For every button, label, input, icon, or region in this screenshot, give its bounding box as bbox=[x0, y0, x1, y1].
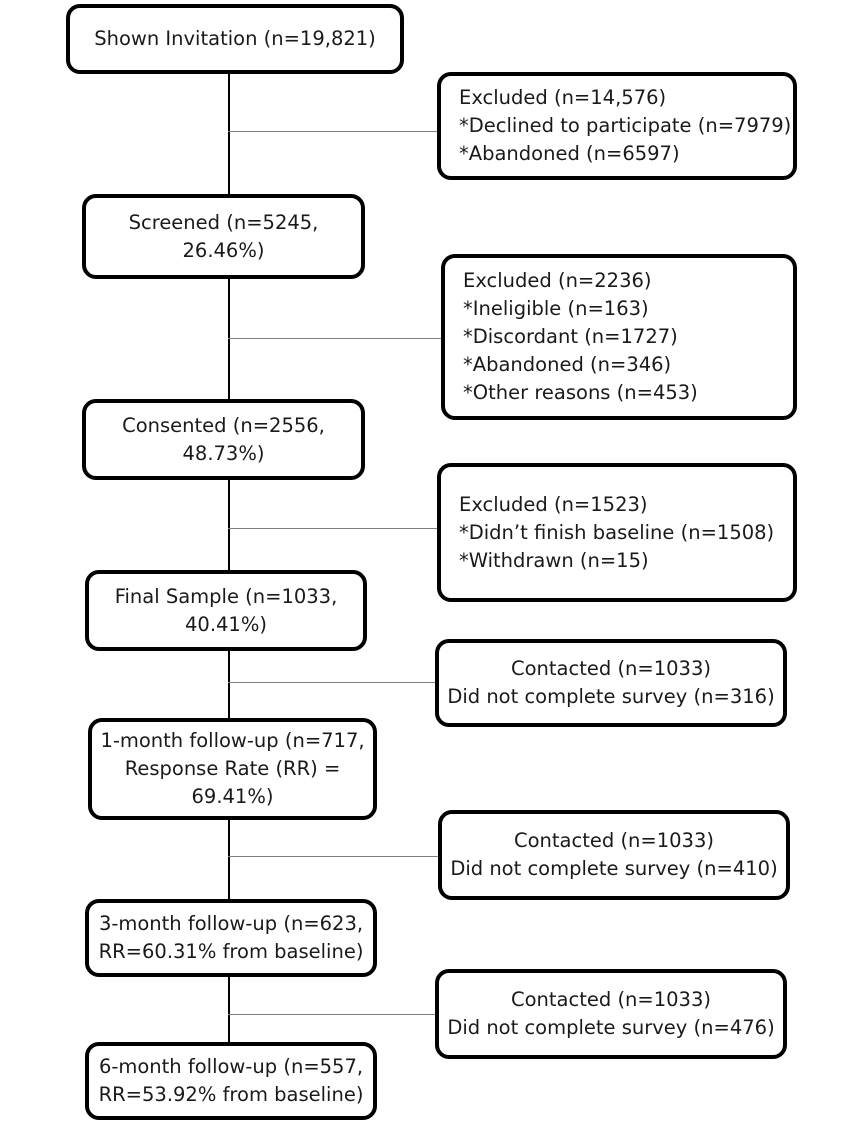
node-line: Did not complete survey (n=410) bbox=[450, 857, 778, 880]
connector-invitation-to-screened bbox=[228, 72, 230, 196]
node-line: *Ineligible (n=163) bbox=[463, 297, 649, 320]
node-line: *Withdrawn (n=15) bbox=[459, 548, 649, 572]
node-contacted-2[interactable]: Contacted (n=1033) Did not complete surv… bbox=[438, 810, 790, 900]
node-line: Contacted (n=1033) bbox=[511, 657, 711, 680]
node-line: Did not complete survey (n=476) bbox=[447, 1016, 775, 1039]
node-line: 48.73%) bbox=[182, 441, 265, 465]
node-consented[interactable]: Consented (n=2556, 48.73%) bbox=[82, 399, 365, 480]
node-line: 69.41%) bbox=[191, 785, 274, 808]
node-line: Contacted (n=1033) bbox=[511, 988, 711, 1011]
node-line: Excluded (n=14,576) bbox=[459, 86, 667, 109]
node-line: Final Sample (n=1033, bbox=[114, 584, 338, 608]
node-line: 6-month follow-up (n=557, bbox=[98, 1055, 364, 1078]
connector-consented-to-final bbox=[228, 478, 230, 572]
node-contacted-1[interactable]: Contacted (n=1033) Did not complete surv… bbox=[435, 639, 787, 727]
node-line: Did not complete survey (n=316) bbox=[447, 685, 775, 708]
node-line: 26.46%) bbox=[182, 238, 265, 262]
node-excluded-2[interactable]: Excluded (n=2236) *Ineligible (n=163) *D… bbox=[441, 254, 797, 420]
node-line: Shown Invitation (n=19,821) bbox=[94, 27, 376, 50]
node-final-sample[interactable]: Final Sample (n=1033, 40.41%) bbox=[85, 570, 367, 651]
connector-screened-to-consented bbox=[228, 277, 230, 401]
node-excluded-1[interactable]: Excluded (n=14,576) *Declined to partici… bbox=[437, 72, 797, 180]
branch-connector-contacted-1 bbox=[228, 682, 437, 683]
node-contacted-3[interactable]: Contacted (n=1033) Did not complete surv… bbox=[435, 969, 787, 1059]
node-line: *Didn’t finish baseline (n=1508) bbox=[459, 520, 775, 544]
branch-connector-contacted-3 bbox=[228, 1014, 443, 1015]
branch-connector-contacted-2 bbox=[228, 856, 443, 857]
node-line: 40.41%) bbox=[185, 612, 267, 636]
node-line: 1-month follow-up (n=717, bbox=[100, 729, 365, 752]
node-followup-6-month[interactable]: 6-month follow-up (n=557, RR=53.92% from… bbox=[85, 1042, 377, 1120]
connector-1month-to-3month bbox=[228, 818, 230, 901]
connector-3month-to-6month bbox=[228, 975, 230, 1043]
branch-connector-excluded-1 bbox=[228, 131, 439, 132]
node-line: Response Rate (RR) = bbox=[124, 757, 341, 780]
node-line: Screened (n=5245, bbox=[128, 210, 319, 234]
node-screened[interactable]: Screened (n=5245, 26.46%) bbox=[82, 194, 365, 279]
node-line: 3-month follow-up (n=623, bbox=[98, 912, 364, 935]
node-line: Excluded (n=2236) bbox=[463, 269, 652, 292]
node-line: *Other reasons (n=453) bbox=[463, 381, 698, 404]
node-line: RR=53.92% from baseline) bbox=[98, 1083, 364, 1106]
node-line: *Declined to participate (n=7979) bbox=[459, 114, 792, 137]
branch-connector-excluded-3 bbox=[228, 528, 439, 529]
node-line: Contacted (n=1033) bbox=[514, 829, 714, 852]
node-line: *Discordant (n=1727) bbox=[463, 325, 678, 348]
node-line: *Abandoned (n=6597) bbox=[459, 142, 680, 165]
node-line: Excluded (n=1523) bbox=[459, 492, 648, 516]
node-excluded-3[interactable]: Excluded (n=1523) *Didn’t finish baselin… bbox=[437, 463, 797, 602]
node-line: Consented (n=2556, bbox=[122, 413, 325, 437]
node-line: RR=60.31% from baseline) bbox=[98, 940, 364, 963]
branch-connector-excluded-2 bbox=[228, 338, 443, 339]
node-line: *Abandoned (n=346) bbox=[463, 353, 672, 376]
node-shown-invitation[interactable]: Shown Invitation (n=19,821) bbox=[66, 4, 404, 74]
connector-final-to-1month bbox=[228, 650, 230, 720]
node-followup-3-month[interactable]: 3-month follow-up (n=623, RR=60.31% from… bbox=[85, 899, 377, 977]
node-followup-1-month[interactable]: 1-month follow-up (n=717, Response Rate … bbox=[88, 718, 377, 820]
